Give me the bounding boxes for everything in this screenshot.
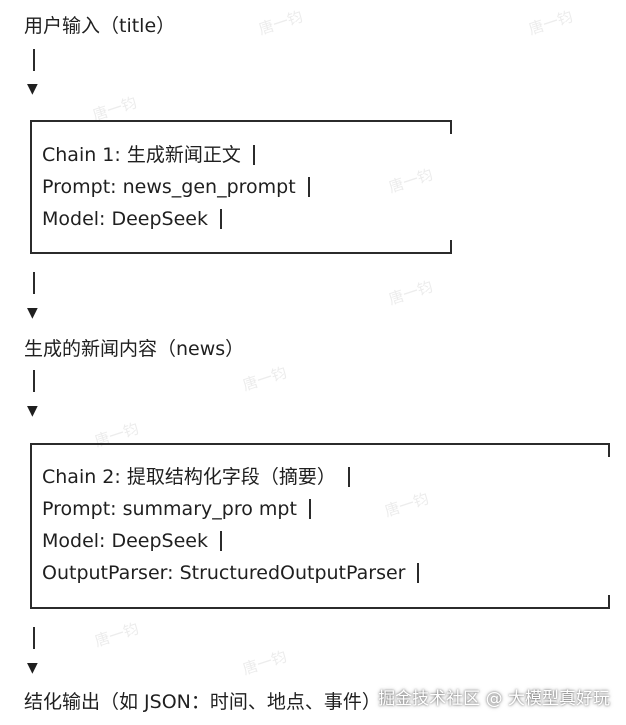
chain2-title: Chain 2: 提取结构化字段（摘要）	[42, 466, 336, 488]
watermark: 唐一钧	[92, 619, 141, 651]
chain2-line-2: Prompt: summary_pro mpt	[30, 497, 311, 521]
box-bar	[30, 177, 32, 197]
chain1-model: Model: DeepSeek	[42, 208, 208, 230]
chain1-line-1: Chain 1: 生成新闻正文	[30, 143, 255, 167]
arrow-down-icon: ▼	[27, 305, 38, 321]
chain1-box-corner	[450, 240, 452, 252]
box-bar	[30, 209, 32, 229]
chain1-title: Chain 1: 生成新闻正文	[42, 144, 241, 166]
chain2-box	[30, 443, 610, 609]
chain1-line-2: Prompt: news_gen_prompt	[30, 175, 310, 199]
box-bar	[30, 499, 32, 519]
footer-watermark: 掘金技术社区 @ 大模型真好玩	[378, 689, 610, 709]
box-bar	[347, 467, 350, 487]
box-bar	[220, 209, 222, 229]
chain2-box-corner	[608, 595, 610, 607]
watermark: 唐一钧	[256, 7, 305, 39]
box-bar	[30, 563, 32, 583]
chain2-prompt: Prompt: summary_pro mpt	[42, 498, 297, 520]
middle-label: 生成的新闻内容（news）	[24, 338, 245, 360]
box-bar	[30, 467, 32, 487]
watermark: 唐一钧	[386, 277, 435, 309]
arrow-down-icon: ▼	[27, 81, 38, 97]
output-label: 结化输出（如 JSON：时间、地点、事件）	[24, 691, 381, 713]
box-bar	[417, 563, 420, 583]
box-bar	[307, 177, 310, 197]
chain2-line-1: Chain 2: 提取结构化字段（摘要）	[30, 465, 350, 489]
watermark: 唐一钧	[526, 7, 575, 39]
chain2-line-3: Model: DeepSeek	[30, 529, 222, 553]
box-bar	[30, 145, 32, 165]
chain2-model: Model: DeepSeek	[42, 530, 208, 552]
connector-line	[33, 272, 35, 294]
chain2-line-4: OutputParser: StructuredOutputParser	[30, 561, 420, 585]
connector-line	[33, 370, 35, 392]
chain2-parser: OutputParser: StructuredOutputParser	[42, 562, 406, 584]
arrow-down-icon: ▼	[27, 660, 38, 676]
box-bar	[30, 531, 32, 551]
chain1-line-3: Model: DeepSeek	[30, 207, 222, 231]
box-bar	[308, 499, 311, 519]
watermark: 唐一钧	[240, 363, 289, 395]
connector-line	[33, 49, 35, 71]
watermark: 唐一钧	[240, 647, 289, 679]
chain1-prompt: Prompt: news_gen_prompt	[42, 176, 296, 198]
arrow-down-icon: ▼	[27, 403, 38, 419]
box-bar	[252, 145, 255, 165]
connector-line	[33, 627, 35, 649]
input-label: 用户输入（title）	[24, 15, 176, 37]
box-bar	[220, 531, 222, 551]
